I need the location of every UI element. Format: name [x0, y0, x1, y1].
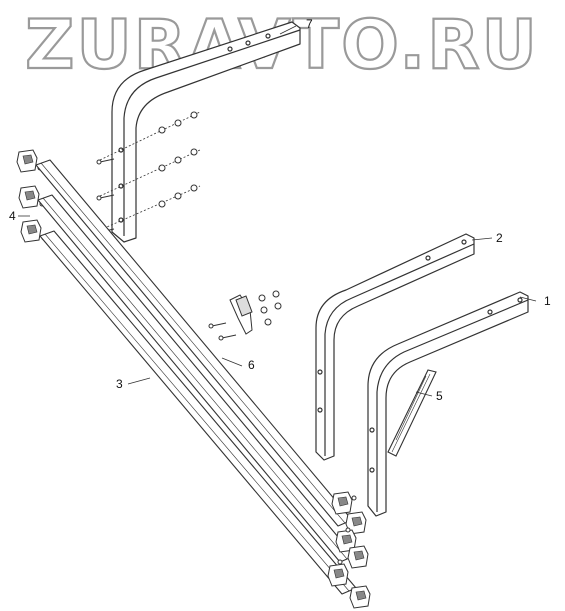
- callout-3: 3: [116, 377, 123, 391]
- leader-lines: [18, 25, 537, 397]
- callout-7: 7: [306, 17, 313, 31]
- callout-6: 6: [248, 358, 255, 372]
- rails-part-3: [35, 159, 357, 595]
- callout-1: 1: [544, 294, 551, 308]
- callout-2: 2: [496, 231, 503, 245]
- bracket-part-7: [111, 21, 301, 243]
- callout-5: 5: [436, 389, 443, 403]
- end-caps-right: [327, 491, 371, 609]
- bracket-part-1: [367, 291, 529, 517]
- gusset-part-5: [387, 369, 437, 457]
- small-bracket-part-6: [208, 290, 282, 341]
- bracket-part-2: [315, 233, 475, 461]
- bolts-part-7: [96, 111, 201, 235]
- callout-4: 4: [9, 209, 16, 223]
